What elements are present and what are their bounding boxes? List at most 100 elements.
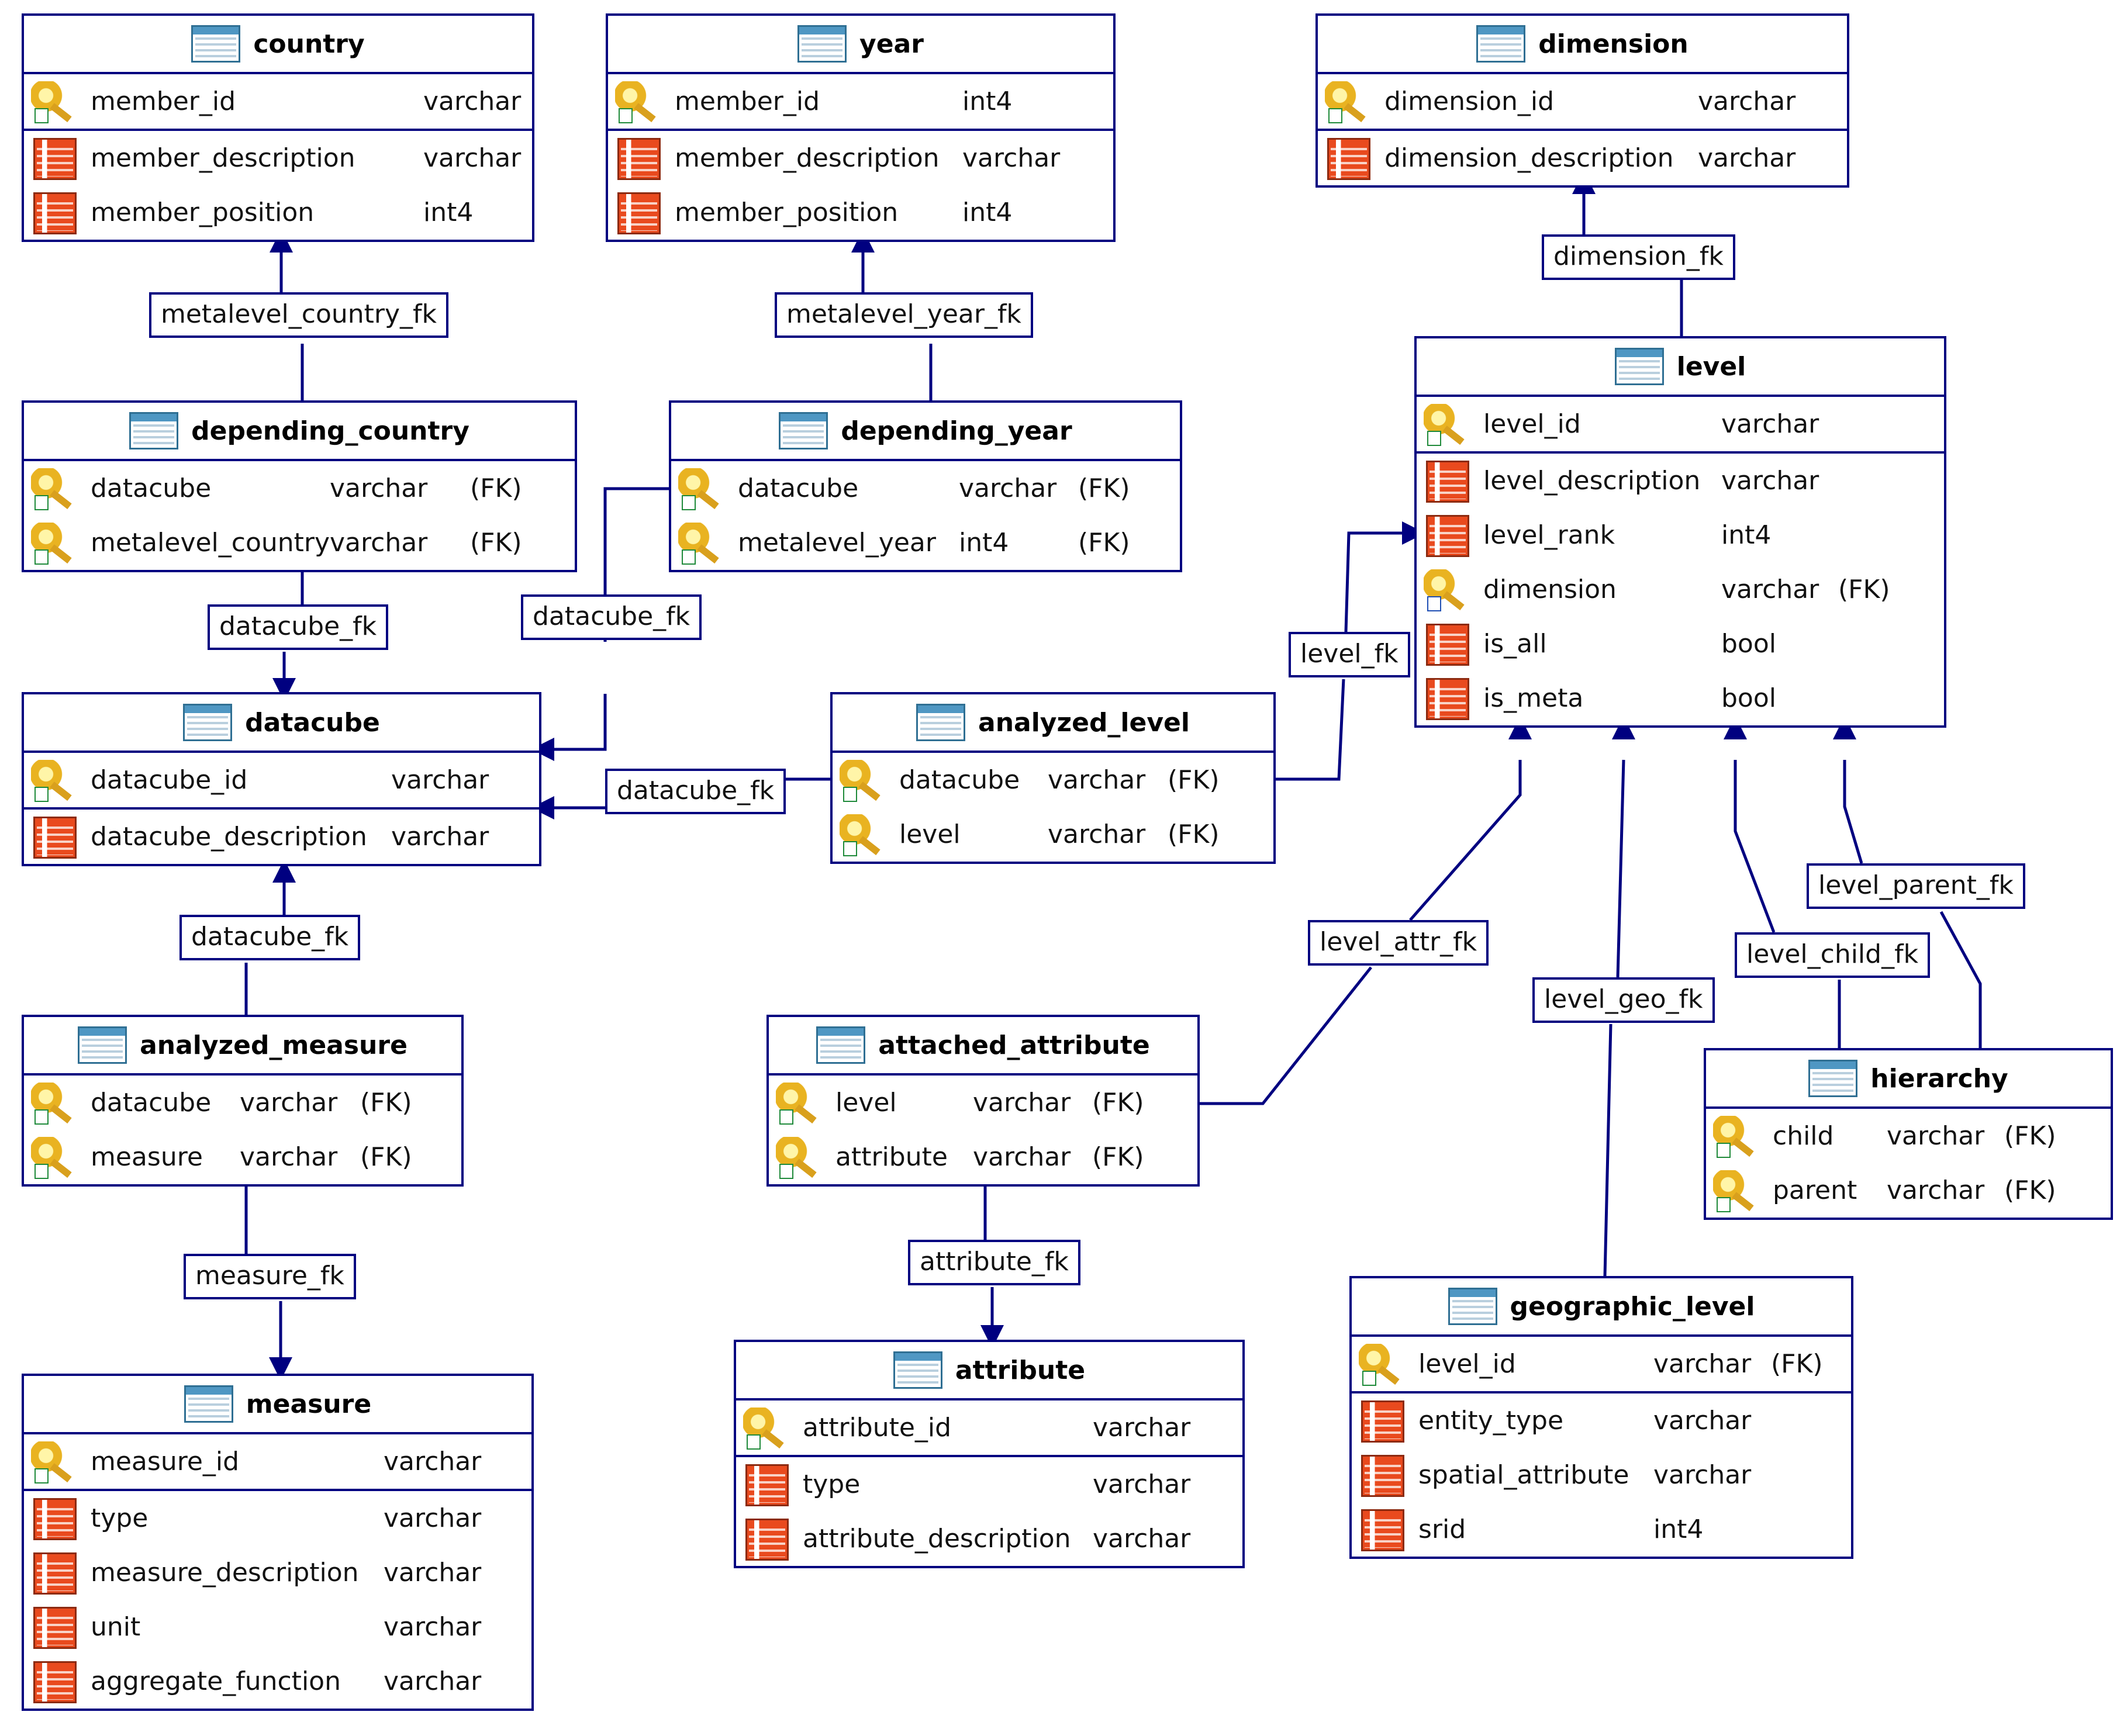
foreign-key-marker: (FK) bbox=[1771, 1349, 1823, 1379]
primary-key-icon bbox=[31, 468, 78, 510]
relationship-label[interactable]: level_geo_fk bbox=[1532, 977, 1715, 1023]
column-type: varchar bbox=[384, 1666, 482, 1696]
relationship-label[interactable]: dimension_fk bbox=[1542, 234, 1735, 281]
table-header[interactable]: datacube bbox=[24, 694, 539, 753]
relationship-label[interactable]: level_parent_fk bbox=[1807, 863, 2025, 910]
relationship-line bbox=[553, 694, 607, 751]
table-header[interactable]: analyzed_level bbox=[833, 694, 1273, 753]
foreign-key-marker: (FK) bbox=[1092, 1142, 1144, 1172]
table-header[interactable]: measure bbox=[24, 1376, 531, 1434]
relationship-label[interactable]: datacube_fk bbox=[179, 915, 361, 961]
arrowhead-icon bbox=[272, 678, 296, 701]
table-header[interactable]: hierarchy bbox=[1706, 1050, 2111, 1109]
column-icon bbox=[1327, 138, 1370, 180]
table-header[interactable]: dimension bbox=[1318, 16, 1847, 74]
column-type: varchar bbox=[1048, 765, 1146, 795]
table-header[interactable]: country bbox=[24, 16, 532, 74]
table-header[interactable]: geographic_level bbox=[1352, 1278, 1851, 1337]
table-icon bbox=[183, 704, 233, 741]
relationship-label[interactable]: level_attr_fk bbox=[1308, 920, 1489, 966]
arrowhead-icon bbox=[1833, 716, 1856, 739]
relationship-label[interactable]: level_child_fk bbox=[1735, 932, 1931, 978]
table-header[interactable]: depending_year bbox=[671, 403, 1180, 461]
relationship-label[interactable]: datacube_fk bbox=[605, 769, 786, 815]
relationship-label[interactable]: metalevel_year_fk bbox=[775, 292, 1033, 338]
column-name: level_rank bbox=[1483, 520, 1615, 550]
relationship-label[interactable]: datacube_fk bbox=[521, 594, 702, 641]
relationship-label[interactable]: measure_fk bbox=[184, 1254, 356, 1300]
table-header[interactable]: depending_country bbox=[24, 403, 575, 461]
relationship-label[interactable]: level_fk bbox=[1289, 632, 1410, 678]
relationship-label[interactable]: metalevel_country_fk bbox=[149, 292, 449, 338]
table-header[interactable]: attached_attribute bbox=[769, 1017, 1197, 1076]
relationship-line bbox=[603, 487, 670, 642]
relationship-label[interactable]: attribute_fk bbox=[908, 1240, 1080, 1286]
relationship-line bbox=[1603, 1023, 1612, 1277]
table-header[interactable]: level bbox=[1417, 338, 1944, 397]
table-header[interactable]: year bbox=[608, 16, 1113, 74]
relationship-label[interactable]: datacube_fk bbox=[208, 604, 389, 651]
table-header[interactable]: analyzed_measure bbox=[24, 1017, 461, 1076]
column-name: dimension_description bbox=[1384, 143, 1674, 173]
column-name: is_meta bbox=[1483, 683, 1584, 713]
table-header[interactable]: attribute bbox=[736, 1342, 1242, 1400]
column-icon bbox=[1426, 624, 1469, 666]
column-type: varchar bbox=[1721, 575, 1819, 604]
